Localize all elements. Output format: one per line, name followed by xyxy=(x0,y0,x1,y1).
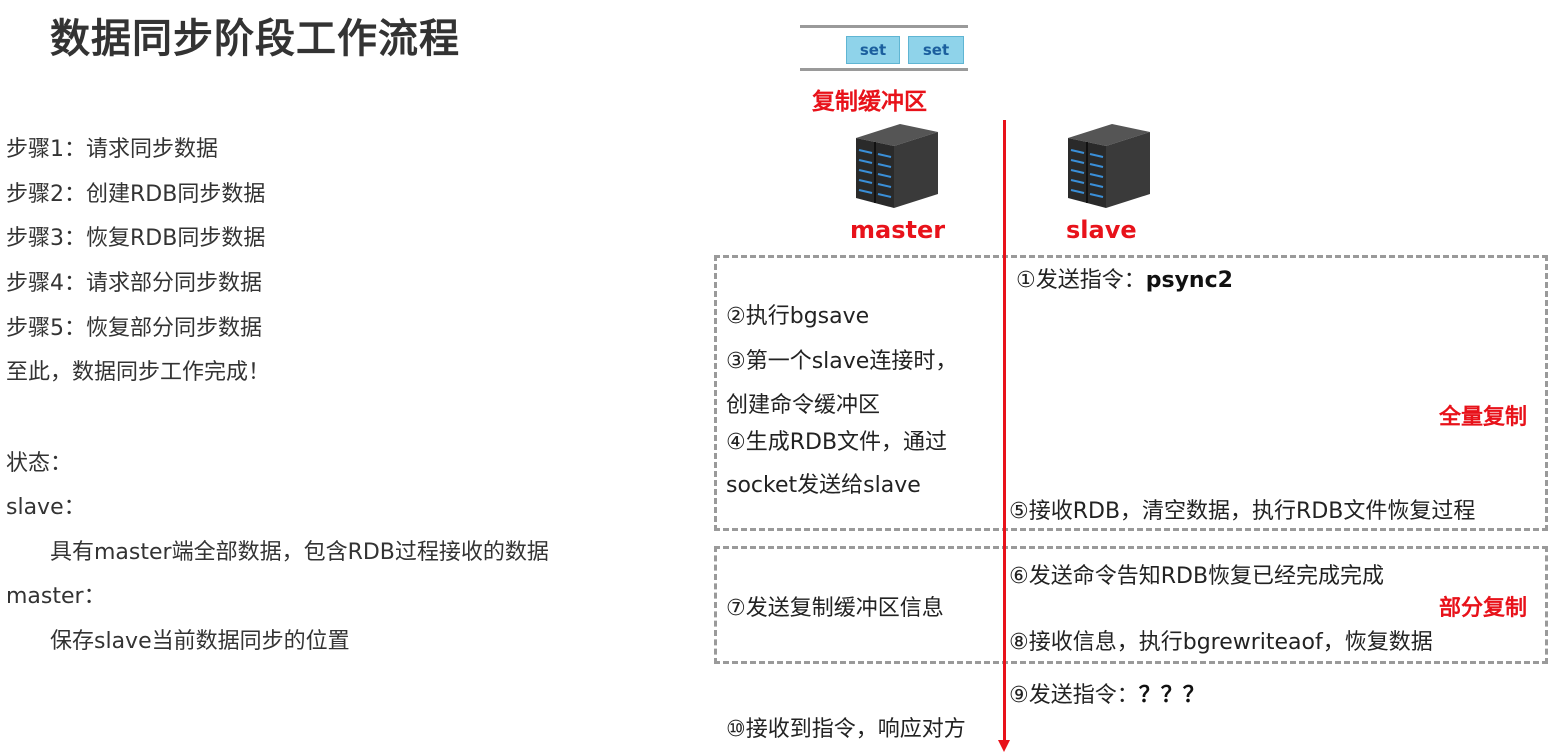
step-4: 步骤4：请求部分同步数据 xyxy=(6,271,262,296)
flow-step-5: ⑤接收RDB，清空数据，执行RDB文件恢复过程 xyxy=(1009,499,1476,524)
master-label: master xyxy=(850,216,946,244)
status-master-desc: 保存slave当前数据同步的位置 xyxy=(50,629,350,654)
flow-step-9: ⑨发送指令：？？？ xyxy=(1009,683,1205,708)
buffer-top-line xyxy=(800,25,968,28)
server-rack-icon xyxy=(856,124,938,208)
step-5: 步骤5：恢复部分同步数据 xyxy=(6,316,262,341)
status-slave-label: slave： xyxy=(6,495,86,520)
flow-step-8: ⑧接收信息，执行bgrewriteaof，恢复数据 xyxy=(1009,630,1433,655)
flow-step-1: ①发送指令：psync2 xyxy=(1016,268,1233,293)
flow-step-4-line1: ④生成RDB文件，通过 xyxy=(726,430,948,455)
timeline-arrowhead xyxy=(998,740,1010,752)
status-slave-desc: 具有master端全部数据，包含RDB过程接收的数据 xyxy=(50,540,549,565)
status-heading: 状态： xyxy=(6,451,73,476)
step-complete: 至此，数据同步工作完成！ xyxy=(6,360,271,385)
full-sync-label: 全量复制 xyxy=(1439,405,1528,430)
step-3: 步骤3：恢复RDB同步数据 xyxy=(6,226,266,251)
full-sync-region xyxy=(714,255,1548,531)
buffer-bottom-line xyxy=(800,68,968,71)
page-title: 数据同步阶段工作流程 xyxy=(50,16,460,62)
flow-step-3-line1: ③第一个slave连接时， xyxy=(726,349,958,374)
buffer-cell: set xyxy=(908,36,964,64)
partial-sync-region xyxy=(714,546,1548,664)
timeline-line xyxy=(1003,120,1006,742)
status-master-label: master： xyxy=(6,584,106,609)
flow-step-9-command: ？？？ xyxy=(1138,683,1205,708)
flow-step-4-line2: socket发送给slave xyxy=(726,473,921,498)
step-2: 步骤2：创建RDB同步数据 xyxy=(6,182,266,207)
partial-sync-label: 部分复制 xyxy=(1439,596,1528,621)
server-rack-icon xyxy=(1068,124,1150,208)
slave-label: slave xyxy=(1066,216,1137,244)
buffer-label: 复制缓冲区 xyxy=(812,89,927,115)
flow-step-6: ⑥发送命令告知RDB恢复已经完成完成 xyxy=(1009,564,1385,589)
step-1: 步骤1：请求同步数据 xyxy=(6,137,218,162)
flow-step-2: ②执行bgsave xyxy=(726,304,870,329)
flow-step-1-command: psync2 xyxy=(1145,268,1233,293)
flow-step-7: ⑦发送复制缓冲区信息 xyxy=(726,596,944,621)
buffer-cell: set xyxy=(846,36,900,64)
flow-step-10: ⑩接收到指令，响应对方 xyxy=(726,717,966,742)
flow-step-3-line2: 创建命令缓冲区 xyxy=(726,393,881,418)
